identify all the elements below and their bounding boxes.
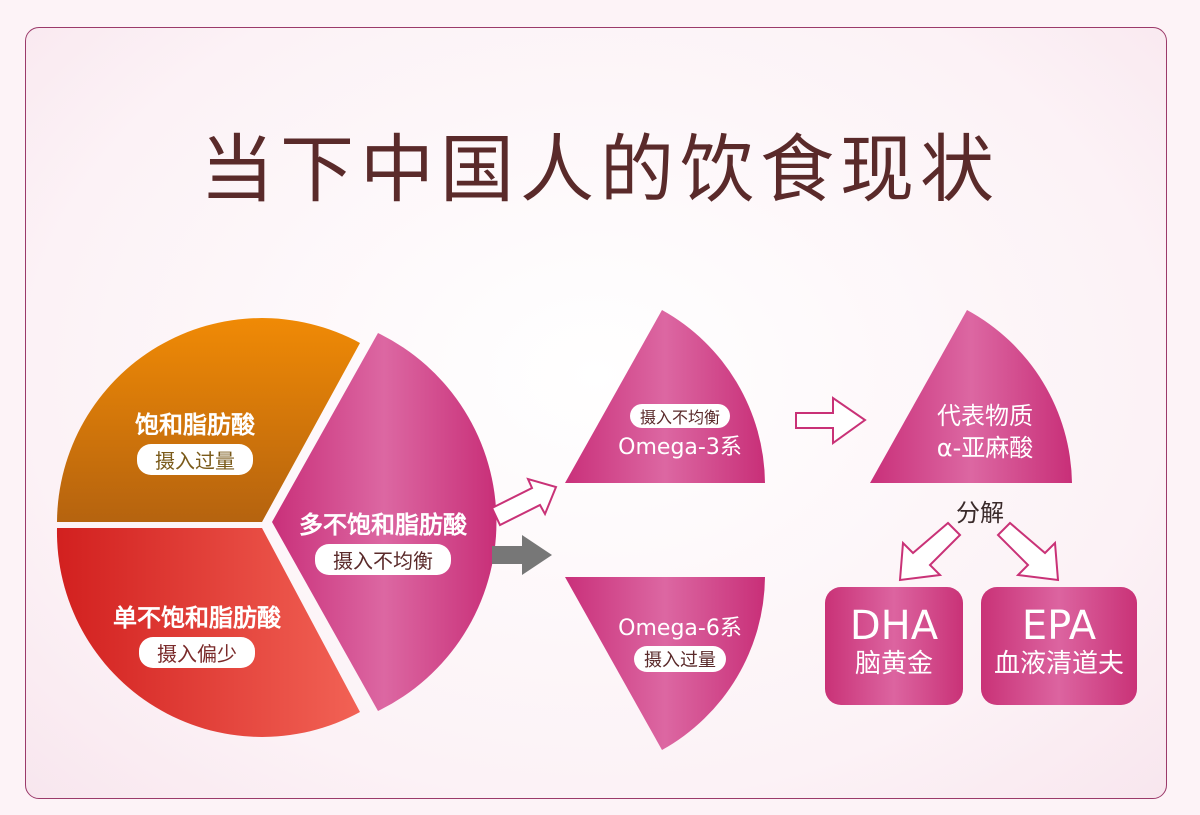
- dha-box: DHA 脑黄金: [825, 587, 963, 705]
- polyunsaturated-status: 摄入不均衡: [315, 544, 451, 575]
- epa-desc: 血液清道夫: [993, 649, 1124, 679]
- page-title: 当下中国人的饮食现状: [200, 127, 1000, 213]
- alpha-wedge: [870, 310, 1072, 483]
- omega3-label: 摄入不均衡 Omega-3系: [595, 400, 765, 461]
- saturated-status: 摄入过量: [137, 444, 253, 475]
- pie-slice-saturated: [57, 318, 360, 522]
- saturated-label: 饱和脂肪酸 摄入过量: [110, 405, 280, 475]
- pie-slice-polyunsaturated: [272, 333, 497, 711]
- omega3-wedge: [565, 310, 765, 483]
- arrow-up-right-icon: [490, 477, 558, 527]
- saturated-name: 饱和脂肪酸: [135, 411, 255, 439]
- alpha-label: 代表物质 α-亚麻酸: [905, 400, 1065, 464]
- arrow-right-icon: [795, 396, 867, 445]
- monounsaturated-status: 摄入偏少: [139, 637, 255, 668]
- dha-name: DHA: [849, 603, 939, 649]
- omega3-name: Omega-3系: [618, 435, 742, 460]
- pie-slice-monounsaturated: [56, 528, 360, 737]
- decompose-label: 分解: [956, 499, 1004, 527]
- arrow-right-gray-icon: [492, 535, 552, 575]
- epa-box: EPA 血液清道夫: [981, 587, 1137, 705]
- omega6-name: Omega-6系: [618, 616, 742, 641]
- epa-name: EPA: [1021, 603, 1097, 649]
- polyunsaturated-name: 多不饱和脂肪酸: [299, 511, 467, 539]
- arrow-down-left-icon: [898, 521, 962, 582]
- arrow-down-right-icon: [996, 521, 1060, 582]
- representative-line1: 代表物质: [937, 402, 1033, 430]
- dha-desc: 脑黄金: [854, 649, 933, 679]
- omega6-status: 摄入过量: [634, 646, 726, 672]
- representative-line2: α-亚麻酸: [936, 434, 1034, 462]
- omega6-label: Omega-6系 摄入过量: [595, 610, 765, 672]
- monounsaturated-name: 单不饱和脂肪酸: [113, 604, 281, 632]
- omega3-status: 摄入不均衡: [629, 404, 730, 428]
- monounsaturated-label: 单不饱和脂肪酸 摄入偏少: [92, 598, 302, 668]
- polyunsaturated-label: 多不饱和脂肪酸 摄入不均衡: [278, 505, 488, 575]
